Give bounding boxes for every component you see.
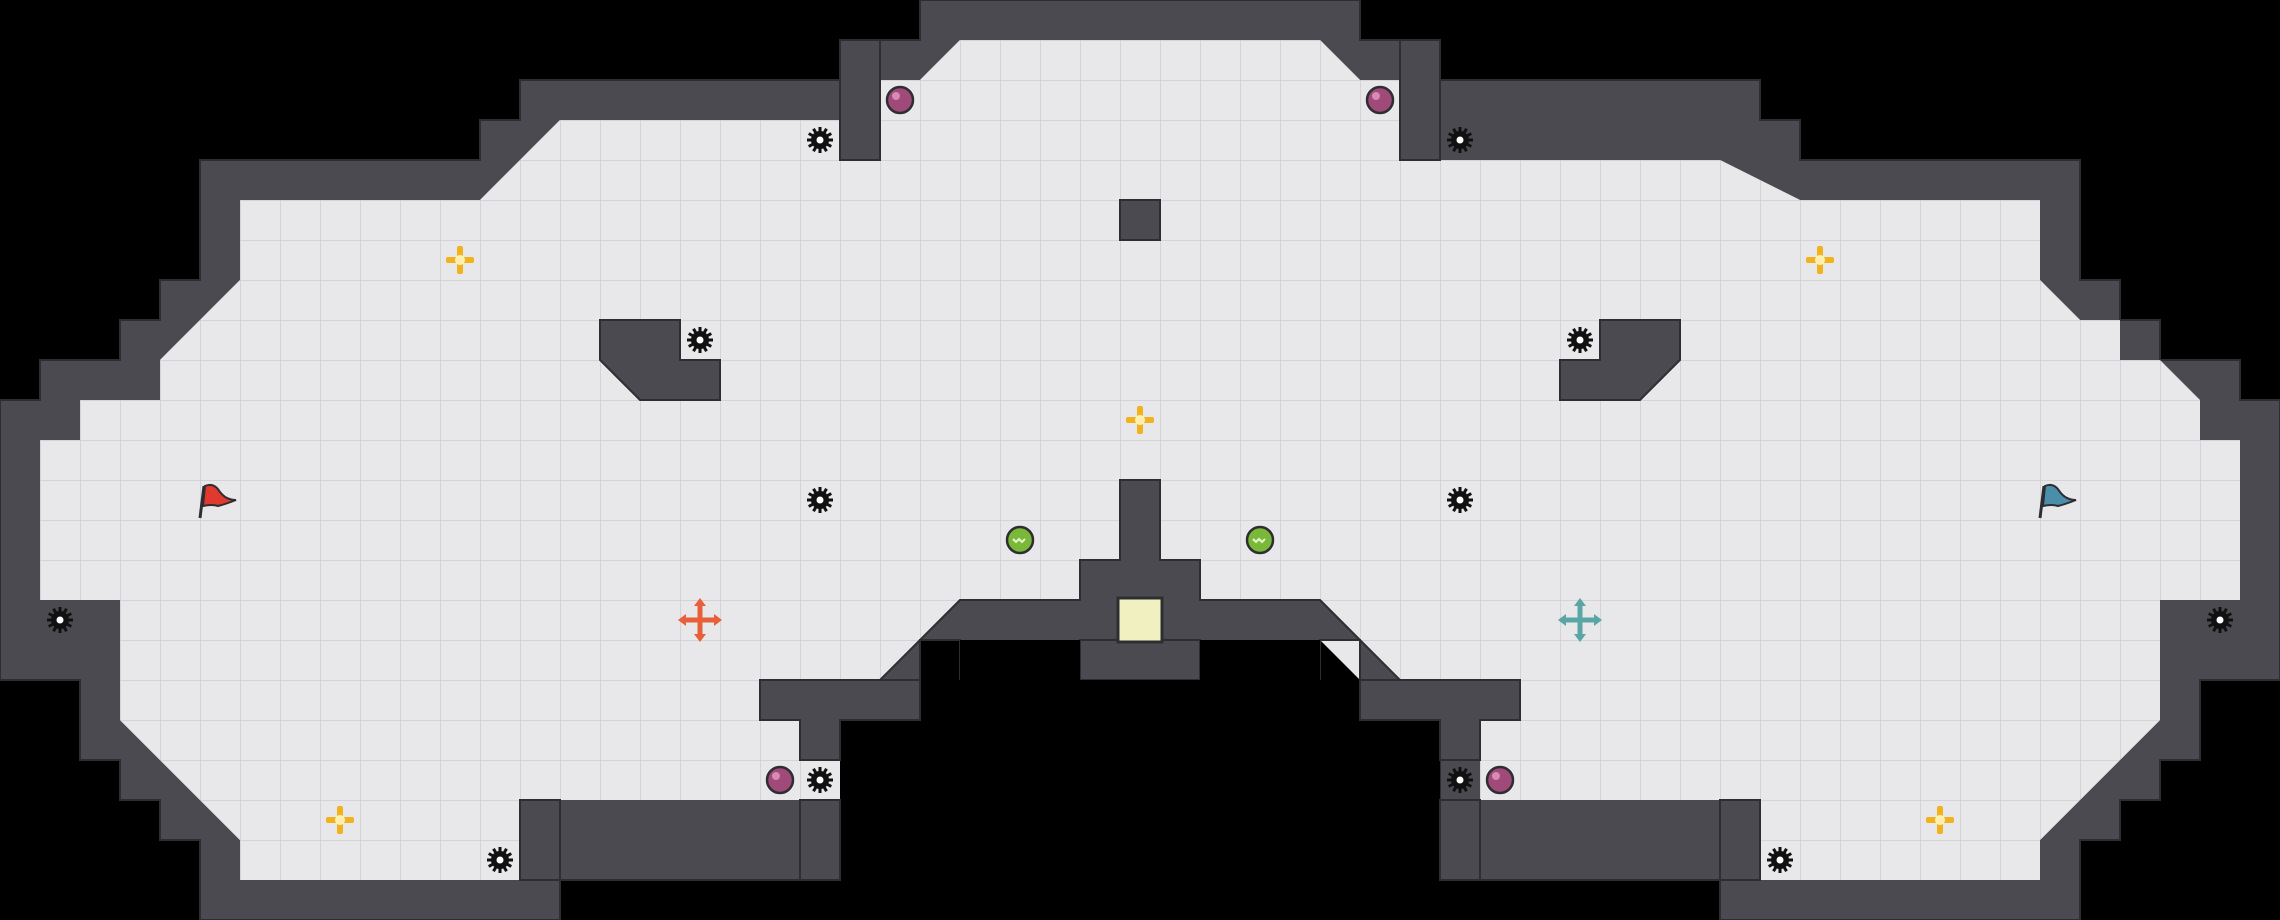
bottom-left-corner-wall: [519, 799, 841, 881]
blue-team-flag-icon[interactable]: [2038, 483, 2077, 519]
spiked-mine-icon[interactable]: [1567, 327, 1593, 353]
heal-cross-icon[interactable]: [326, 806, 354, 834]
heal-cross-icon[interactable]: [1806, 246, 1834, 274]
right-bumper-wall: [1559, 319, 1681, 401]
top-right-notch-wall: [1399, 39, 1441, 161]
red-team-flag-icon[interactable]: [198, 483, 237, 519]
spiked-mine-icon[interactable]: [1447, 767, 1473, 793]
spiked-mine-icon[interactable]: [47, 607, 73, 633]
bottom-left-pocket-floor: [120, 600, 840, 880]
bottom-right-ledge-wall: [1359, 679, 1521, 761]
capture-pad[interactable]: [1116, 596, 1164, 644]
health-orb-icon[interactable]: [765, 765, 795, 795]
top-left-notch-wall: [839, 39, 881, 161]
red-move-arrows-icon[interactable]: [678, 598, 722, 642]
spiked-mine-icon[interactable]: [1767, 847, 1793, 873]
center-top-block: [1119, 199, 1161, 241]
spiked-mine-icon[interactable]: [1447, 487, 1473, 513]
spiked-mine-icon[interactable]: [687, 327, 713, 353]
center-void: [840, 640, 1440, 880]
teal-move-arrows-icon[interactable]: [1558, 598, 1602, 642]
bottom-right-pocket-floor: [1440, 600, 2160, 880]
bottom-left-ledge-wall: [759, 679, 921, 761]
spiked-mine-icon[interactable]: [2207, 607, 2233, 633]
heal-cross-icon[interactable]: [1126, 406, 1154, 434]
heal-cross-icon[interactable]: [1926, 806, 1954, 834]
health-orb-icon[interactable]: [1485, 765, 1515, 795]
speed-orb-icon[interactable]: [1245, 525, 1275, 555]
speed-orb-icon[interactable]: [1005, 525, 1035, 555]
map-objects: [47, 85, 2233, 873]
spiked-mine-icon[interactable]: [487, 847, 513, 873]
bottom-right-corner-wall: [1439, 799, 1761, 881]
health-orb-icon[interactable]: [885, 85, 915, 115]
health-orb-icon[interactable]: [1365, 85, 1395, 115]
heal-cross-icon[interactable]: [446, 246, 474, 274]
spiked-mine-icon[interactable]: [807, 487, 833, 513]
spiked-mine-icon[interactable]: [807, 127, 833, 153]
spiked-mine-icon[interactable]: [1447, 127, 1473, 153]
spiked-mine-icon[interactable]: [807, 767, 833, 793]
left-bumper-wall: [599, 319, 721, 401]
